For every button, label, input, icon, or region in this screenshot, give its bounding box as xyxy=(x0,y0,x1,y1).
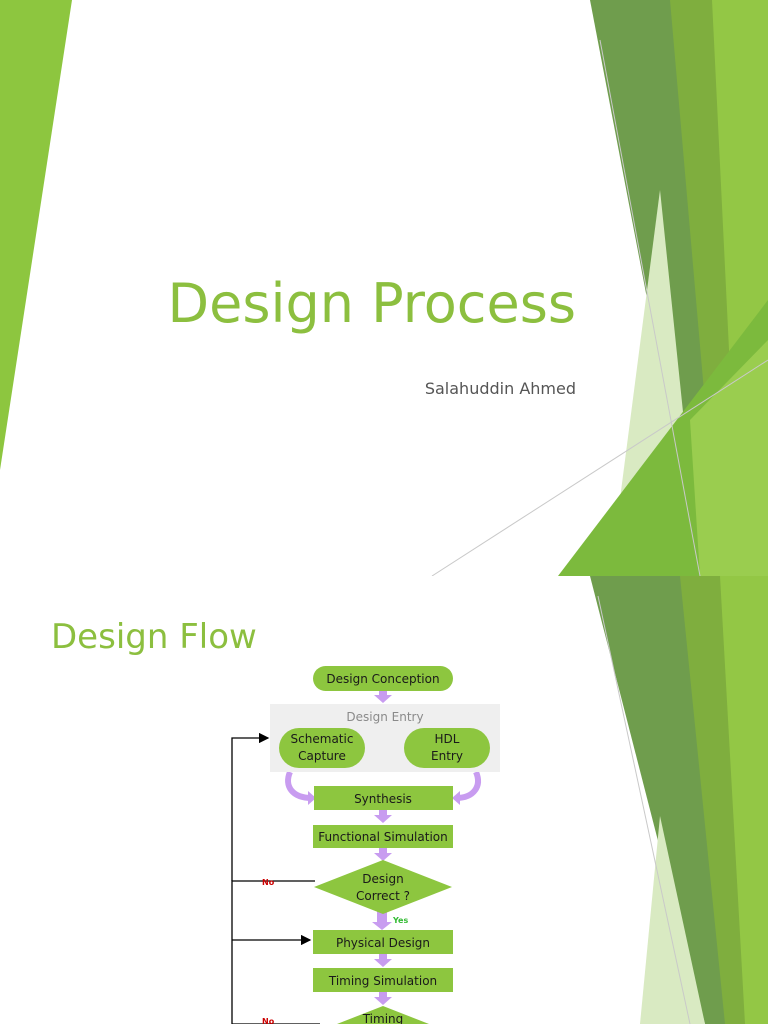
decision2-line1: Timing xyxy=(362,1012,404,1024)
node-schematic-capture xyxy=(279,728,365,768)
curved-arrow-left xyxy=(285,770,313,801)
arrow-down xyxy=(372,910,392,930)
arrow-down xyxy=(374,809,392,823)
node-synthesis-label: Synthesis xyxy=(354,792,412,806)
bottom-facet-bright xyxy=(690,340,768,576)
feedback-line-no-1 xyxy=(231,880,315,1024)
node-functional-simulation-label: Functional Simulation xyxy=(318,830,447,844)
decorative-facets xyxy=(590,576,768,1024)
node-physical-design-label: Physical Design xyxy=(336,936,430,950)
decision1-line2: Correct ? xyxy=(356,889,410,903)
decision-design-correct xyxy=(314,860,452,914)
right-facet-light xyxy=(720,576,768,1024)
design-entry-label: Design Entry xyxy=(346,710,423,724)
no-label-1: No xyxy=(262,878,275,887)
curved-arrow-right xyxy=(455,770,481,801)
arrow-down xyxy=(374,991,392,1005)
thin-line xyxy=(431,359,768,576)
node-schematic-line2: Capture xyxy=(298,749,346,763)
node-timing-simulation xyxy=(313,968,453,992)
curved-arrow-left-head xyxy=(308,791,316,805)
decision-timing xyxy=(337,1006,429,1024)
left-facet xyxy=(0,0,72,470)
feedback-arrow-to-entry xyxy=(231,732,270,881)
node-timing-simulation-label: Timing Simulation xyxy=(328,974,437,988)
node-design-conception xyxy=(313,666,453,691)
author-name: Salahuddin Ahmed xyxy=(424,379,576,398)
node-functional-simulation xyxy=(313,825,453,848)
slide-title: Design Flow xyxy=(51,617,257,657)
node-hdl-line1: HDL xyxy=(435,732,460,746)
yes-label-1: Yes xyxy=(392,916,408,925)
arrow-down xyxy=(374,953,392,967)
node-schematic-line1: Schematic xyxy=(291,732,354,746)
no-label-2: No xyxy=(262,1017,275,1024)
decision1-line1: Design xyxy=(362,872,403,886)
arrow-down xyxy=(374,847,392,861)
design-flow-diagram: Design Conception Design Entry Schematic… xyxy=(231,666,500,1024)
design-flow-slide: Design Flow Design Conception xyxy=(0,576,768,1024)
thin-line xyxy=(599,39,701,576)
decorative-facets xyxy=(0,0,768,576)
node-physical-design xyxy=(313,930,453,954)
slide-title: Design Process xyxy=(167,272,576,335)
arrow-down xyxy=(374,689,392,703)
flow-arrows xyxy=(372,689,392,1005)
curved-arrow-right-head xyxy=(452,791,460,805)
node-design-conception-label: Design Conception xyxy=(326,672,439,686)
node-hdl-line2: Entry xyxy=(431,749,463,763)
thin-line xyxy=(597,595,691,1024)
node-hdl-entry xyxy=(404,728,490,768)
title-slide: Design Process Salahuddin Ahmed xyxy=(0,0,768,576)
node-synthesis xyxy=(314,786,453,810)
